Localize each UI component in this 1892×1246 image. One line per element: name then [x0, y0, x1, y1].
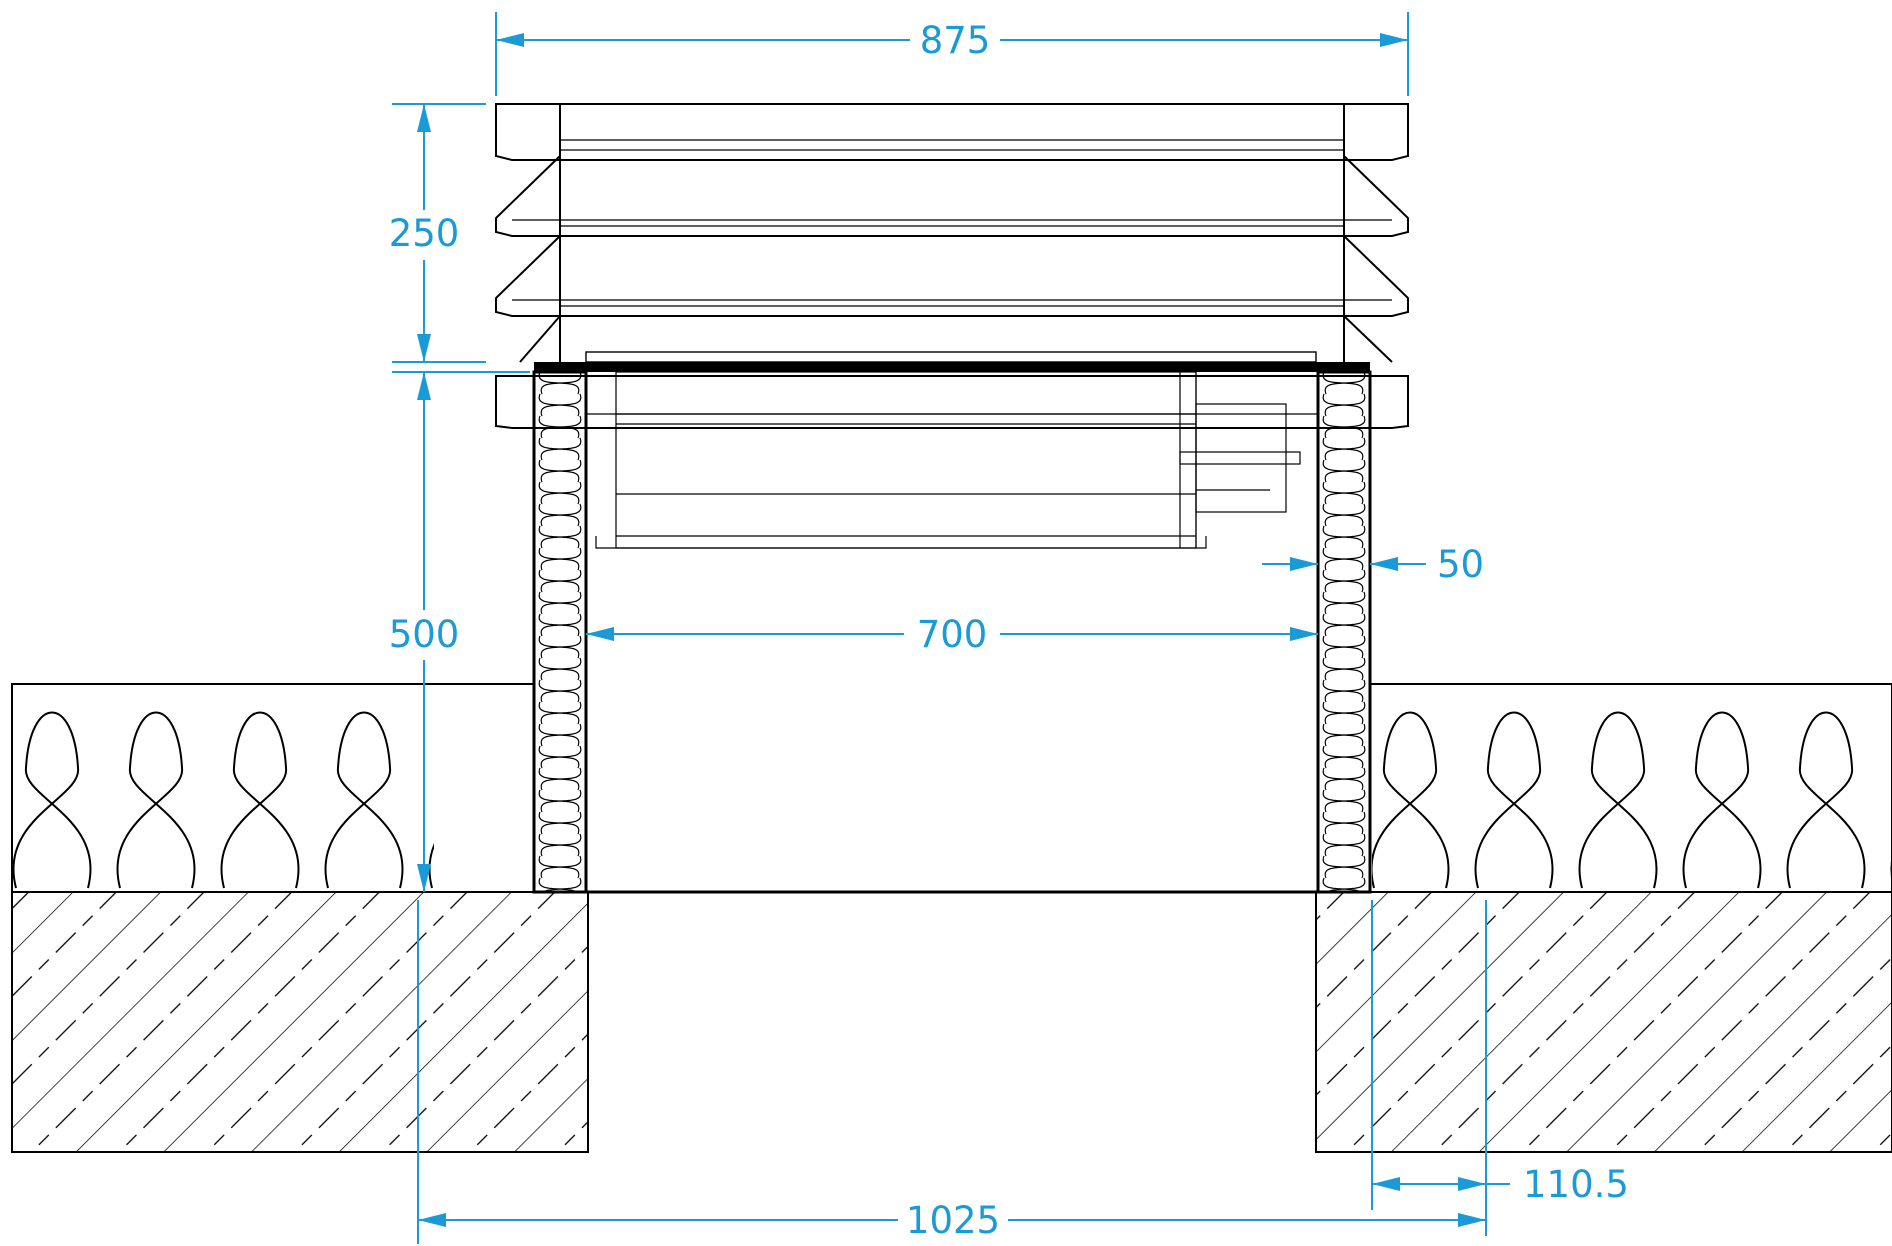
wall-insulation-wave: [538, 855, 582, 879]
wall-insulation-wave: [538, 701, 582, 725]
roof-deck-right: [1315, 891, 1892, 1153]
wall-insulation-wave: [1322, 745, 1366, 769]
wall-insulation-wave: [538, 745, 582, 769]
wall-insulation-wave: [1322, 503, 1366, 527]
dimension-1025-label: 1025: [906, 1199, 1000, 1242]
insulation-wave: [1682, 711, 1762, 889]
wall-insulation-wave: [538, 789, 582, 813]
wall-insulation-wave: [1322, 877, 1366, 892]
wall-insulation-wave: [538, 393, 582, 417]
insulation-wave: [116, 711, 196, 889]
wall-insulation-wave: [1322, 613, 1366, 637]
wall-insulation-wave: [538, 613, 582, 637]
wall-insulation-wave: [538, 569, 582, 593]
wall-insulation-wave: [1322, 767, 1366, 791]
wall-insulation-wave: [538, 459, 582, 483]
wall-insulation-wave: [1322, 833, 1366, 857]
insulation-wave: [1474, 711, 1554, 889]
wall-insulation-wave: [1322, 459, 1366, 483]
dimension-875-label: 875: [920, 19, 991, 62]
dimension-500-label: 500: [389, 613, 460, 656]
dimension-875: 875: [495, 12, 1409, 96]
wall-insulation-wave: [538, 811, 582, 835]
dimension-50: 50: [1262, 543, 1484, 586]
wall-insulation-wave: [1322, 481, 1366, 505]
dimension-250: 250: [389, 103, 530, 373]
wall-insulation-wave: [1322, 701, 1366, 725]
wall-insulation-wave: [1322, 811, 1366, 835]
wall-insulation-wave: [1322, 393, 1366, 417]
insulation-wave: [12, 711, 92, 889]
dimension-1025: 1025: [417, 900, 1486, 1244]
wall-insulation-wave: [1322, 525, 1366, 549]
dimension-50-label: 50: [1437, 543, 1484, 586]
wall-insulation-wave: [1322, 635, 1366, 659]
wall-insulation-wave: [1322, 723, 1366, 747]
wall-insulation-wave: [538, 525, 582, 549]
insulation-wave: [1786, 711, 1866, 889]
roof-deck-left: [11, 891, 589, 1153]
insulation-wave: [1372, 711, 1450, 889]
ventilation-cowl: [495, 103, 1409, 429]
upstand-wall-left: [532, 370, 588, 894]
wall-insulation-wave: [1322, 591, 1366, 615]
wall-insulation-wave: [538, 877, 582, 892]
insulation-wave: [1578, 711, 1658, 889]
wall-insulation-wave: [538, 723, 582, 747]
wall-insulation-wave: [538, 547, 582, 571]
wall-insulation-wave: [1322, 547, 1366, 571]
wall-insulation-wave: [538, 679, 582, 703]
wall-insulation-wave: [538, 657, 582, 681]
wall-insulation-wave: [538, 833, 582, 857]
insulation-wave: [220, 711, 300, 889]
roof-insulation-left: [11, 683, 535, 893]
dimension-700-label: 700: [917, 613, 988, 656]
dimension-700: 700: [586, 613, 1318, 656]
fan-unit: [595, 371, 1301, 549]
wall-insulation-wave: [538, 481, 582, 505]
wall-insulation-wave: [538, 767, 582, 791]
wall-insulation-wave: [538, 503, 582, 527]
dimension-500: 500: [389, 372, 460, 892]
roof-insulation-right: [1369, 683, 1892, 893]
upstand-wall-right: [1316, 370, 1372, 894]
wall-insulation-wave: [1322, 789, 1366, 813]
wall-insulation-wave: [1322, 855, 1366, 879]
wall-insulation-wave: [1322, 569, 1366, 593]
insulation-wave: [324, 711, 404, 889]
wall-insulation-wave: [538, 635, 582, 659]
wall-insulation-wave: [1322, 657, 1366, 681]
wall-insulation-wave: [538, 437, 582, 461]
dimension-250-label: 250: [389, 212, 460, 255]
wall-insulation-wave: [538, 591, 582, 615]
wall-insulation-wave: [1322, 437, 1366, 461]
dimension-110-5: 110.5: [1371, 900, 1629, 1236]
dimension-110-5-label: 110.5: [1523, 1163, 1629, 1206]
wall-insulation-wave: [1322, 679, 1366, 703]
